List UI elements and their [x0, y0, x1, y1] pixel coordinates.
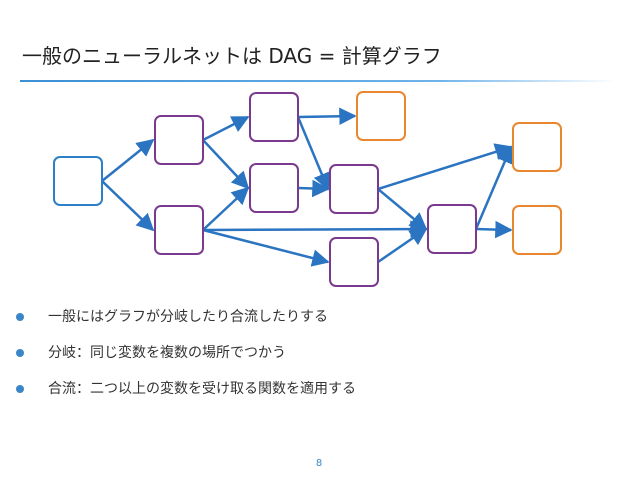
hidden-node-h1	[154, 115, 204, 165]
edge-arrow-h1-h4	[202, 139, 250, 190]
edge-arrow-h5-h7	[377, 188, 428, 231]
hidden-node-h3	[249, 92, 299, 142]
edge-arrow-h3-o1	[297, 107, 357, 126]
page-number: 8	[315, 458, 323, 469]
hidden-node-h2	[154, 205, 204, 255]
hidden-node-h5	[329, 164, 379, 214]
output-node-o2	[512, 122, 562, 172]
edge-arrow-h4-h5	[297, 179, 330, 198]
edge-arrow-h6-h7	[377, 227, 428, 264]
edge-arrow-h2-h7	[202, 220, 428, 238]
bullet-dot-icon	[16, 385, 24, 393]
input-node-in	[53, 156, 103, 206]
output-node-o1	[356, 91, 406, 141]
slide-title: 一般のニューラルネットは DAG = 計算グラフ	[22, 44, 442, 68]
output-node-o3	[512, 205, 562, 255]
title-underline	[20, 80, 616, 82]
edge-arrow-h1-h3	[202, 115, 250, 142]
bullet-text: 分岐：同じ変数を複数の場所でつかう	[48, 345, 286, 361]
edge-arrow-h7-o2	[474, 145, 513, 230]
edge-arrow-in-h2	[101, 180, 155, 232]
hidden-node-h4	[249, 163, 299, 213]
edge-arrow-h7-o3	[475, 220, 513, 239]
bullet-text: 一般にはグラフが分岐したり合流したりする	[48, 309, 328, 325]
edge-arrow-h5-o2	[377, 143, 513, 191]
hidden-node-h7	[427, 204, 477, 254]
edge-arrow-h2-h4	[202, 186, 250, 231]
edge-arrow-in-h1	[101, 138, 155, 182]
bullet-dot-icon	[16, 313, 24, 321]
edge-arrow-h2-h6	[202, 228, 330, 267]
dag-diagram	[53, 91, 562, 287]
bullet-text: 合流：二つ以上の変数を受け取る関数を適用する	[48, 381, 356, 397]
bullet-dot-icon	[16, 349, 24, 357]
nodes	[53, 91, 562, 287]
edge-arrow-h3-h5	[296, 116, 331, 191]
hidden-node-h6	[329, 237, 379, 287]
edges	[101, 107, 513, 267]
